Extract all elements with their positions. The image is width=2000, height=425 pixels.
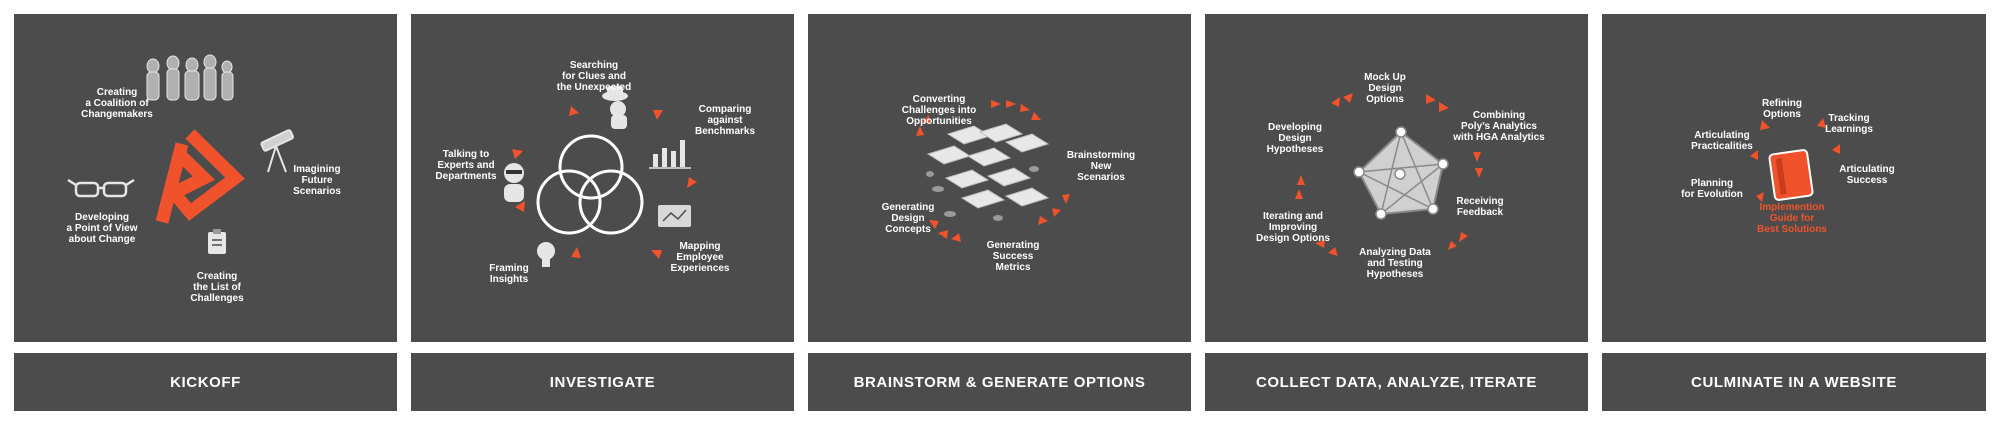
label-comparing-benchmarks: Comparing against Benchmarks	[694, 104, 756, 137]
stage-title: BRAINSTORM & GENERATE OPTIONS	[853, 373, 1146, 391]
label-generating-concepts: Generating Design Concepts	[881, 202, 935, 235]
collect-data-illustration	[1295, 93, 1483, 256]
label-list-of-challenges: Creating the List of Challenges	[190, 271, 244, 304]
poly-logo	[155, 129, 245, 224]
people-coalition-icon	[146, 54, 234, 101]
journey-map-icon	[658, 205, 691, 227]
label-tracking-learnings: Tracking Learnings	[1825, 113, 1873, 135]
label-implemention-guide: Implemention Guide for Best Solutions	[1756, 202, 1827, 235]
brainstorm-title-bar: BRAINSTORM & GENERATE OPTIONS	[808, 353, 1191, 411]
stage-title: CULMINATE IN A WEBSITE	[1691, 373, 1897, 391]
label-converting-challenges: Converting Challenges into Opportunities	[901, 94, 977, 127]
label-point-of-view: Developing a Point of View about Change	[66, 212, 138, 245]
arrow-cycle	[916, 100, 1070, 242]
label-iterating-improving: Iterating and Improving Design Options	[1256, 211, 1330, 244]
label-articulating-practicalities: Articulating Practicalities	[1691, 130, 1753, 152]
label-mapping-experiences: Mapping Employee Experiences	[670, 241, 730, 274]
label-articulating-success: Articulating Success	[1839, 164, 1895, 186]
stage-title: INVESTIGATE	[549, 373, 656, 391]
arrow-cycle	[512, 106, 697, 259]
kickoff-illustration	[67, 54, 294, 254]
brainstorm-panel: Converting Challenges into Opportunities…	[808, 14, 1191, 342]
venn-diagram	[536, 134, 644, 235]
label-analyzing-data: Analyzing Data and Testing Hypotheses	[1359, 247, 1431, 280]
label-brainstorming-scenarios: Brainstorming New Scenarios	[1066, 150, 1136, 183]
kickoff-panel: Creating a Coalition of Changemakers Ima…	[14, 14, 397, 342]
label-receiving-feedback: Receiving Feedback	[1456, 196, 1504, 218]
telescope-icon	[260, 129, 294, 173]
light-bulb-icon	[537, 242, 555, 267]
label-generating-metrics: Generating Success Metrics	[986, 240, 1040, 273]
stage-title: COLLECT DATA, ANALYZE, ITERATE	[1255, 373, 1538, 391]
investigate-title-bar: INVESTIGATE	[411, 353, 794, 411]
pebbles	[926, 166, 1039, 221]
glasses-icon	[67, 178, 135, 198]
expert-person-icon	[504, 163, 524, 202]
bar-chart-icon	[649, 140, 691, 169]
brainstorm-illustration	[916, 100, 1070, 242]
culminate-panel: Refining Options Tracking Learnings Arti…	[1602, 14, 1986, 342]
label-talking-experts: Talking to Experts and Departments	[435, 149, 497, 182]
kickoff-title-bar: KICKOFF	[14, 353, 397, 411]
arrow-cycle	[1295, 93, 1483, 256]
stage-title: KICKOFF	[170, 373, 241, 391]
label-refining-options: Refining Options	[1762, 98, 1802, 120]
collect-data-panel: Mock Up Design Options Combining Poly’s …	[1205, 14, 1588, 342]
paper-stacks-icon	[926, 123, 1050, 209]
label-imagining-scenarios: Imagining Future Scenarios	[293, 164, 341, 197]
network-lines	[1358, 131, 1444, 215]
arrows-to-center	[1750, 118, 1840, 202]
culminate-illustration	[1750, 118, 1840, 202]
collect-data-title-bar: COLLECT DATA, ANALYZE, ITERATE	[1205, 353, 1588, 411]
clipboard-icon	[208, 229, 226, 254]
label-searching-clues: Searching for Clues and the Unexpected	[556, 60, 632, 93]
label-creating-coalition: Creating a Coalition of Changemakers	[81, 87, 153, 120]
detective-icon	[602, 86, 628, 129]
culminate-title-bar: CULMINATE IN A WEBSITE	[1602, 353, 1986, 411]
investigate-illustration	[504, 86, 697, 267]
label-framing-insights: Framing Insights	[489, 263, 529, 285]
investigate-panel: Searching for Clues and the Unexpected C…	[411, 14, 794, 342]
network-nodes	[1353, 126, 1449, 220]
label-developing-hypotheses: Developing Design Hypotheses	[1266, 122, 1324, 155]
label-combining-analytics: Combining Poly’s Analytics with HGA Anal…	[1453, 110, 1545, 143]
guide-book-icon	[1768, 149, 1814, 201]
label-planning-evolution: Planning for Evolution	[1681, 178, 1743, 200]
label-mock-up-options: Mock Up Design Options	[1364, 72, 1406, 105]
